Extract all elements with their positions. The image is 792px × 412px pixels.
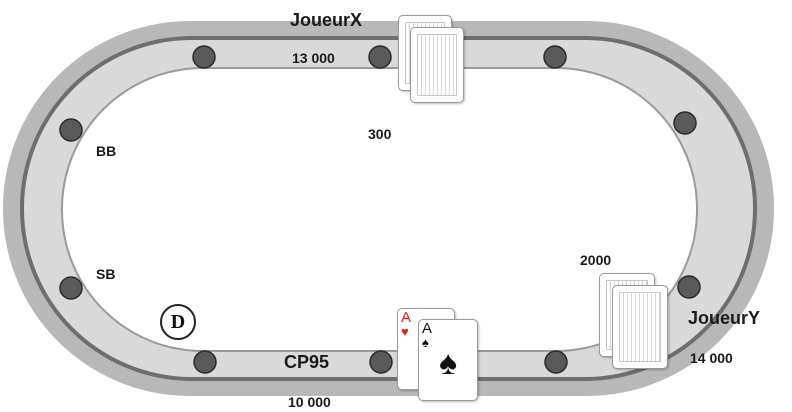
seat-left-lower[interactable]	[60, 277, 82, 299]
card-back	[612, 285, 668, 369]
seat-top-left[interactable]	[193, 46, 215, 68]
seat-top-right[interactable]	[544, 46, 566, 68]
seat-right-lower[interactable]	[678, 276, 700, 298]
dealer-button: D	[160, 304, 196, 340]
player-right-bet: 2000	[580, 252, 611, 268]
player-right-stack: 14 000	[690, 350, 733, 366]
small-blind-label: SB	[96, 266, 115, 282]
player-top-bet: 300	[368, 126, 391, 142]
seat-bottom-right[interactable]	[545, 351, 567, 373]
spade-icon: ♠	[419, 346, 477, 380]
hero-stack: 10 000	[288, 394, 331, 410]
hero-card-2: A ♠ ♠	[418, 319, 478, 401]
hero-card-2-rank: A	[422, 321, 432, 336]
seat-top-center[interactable]	[369, 46, 391, 68]
heart-icon: ♥	[401, 325, 409, 338]
player-top-name: JoueurX	[290, 10, 362, 31]
hero-name: CP95	[284, 352, 329, 373]
player-top-stack: 13 000	[292, 50, 335, 66]
seat-left-upper[interactable]	[60, 119, 82, 141]
card-back	[410, 27, 464, 103]
seat-bottom-left[interactable]	[194, 351, 216, 373]
big-blind-label: BB	[96, 143, 116, 159]
hero-card-1-rank: A	[401, 310, 411, 325]
seat-bottom-center[interactable]	[370, 351, 392, 373]
player-right-name: JoueurY	[688, 308, 760, 329]
seat-right-upper[interactable]	[674, 112, 696, 134]
